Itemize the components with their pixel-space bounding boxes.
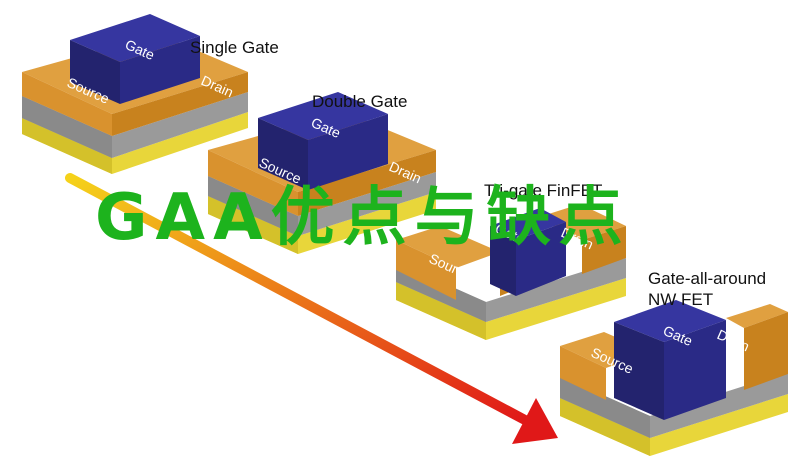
- gaa-title-line1: Gate-all-around: [648, 269, 767, 288]
- single-gate-title: Single Gate: [190, 38, 279, 57]
- device-gaa-nw-fet: [560, 300, 788, 456]
- double-gate-title: Double Gate: [312, 92, 408, 111]
- overlay-title: GAA优点与缺点: [95, 181, 631, 255]
- trigate-finfet-title: Tri-gate FinFET: [484, 181, 603, 200]
- device-single-gate: [22, 14, 248, 174]
- device-double-gate: [208, 92, 436, 254]
- device-trigate-finfet: [396, 204, 626, 340]
- gaa-title-line2: NW FET: [648, 290, 714, 309]
- evolution-arrow: [65, 173, 558, 444]
